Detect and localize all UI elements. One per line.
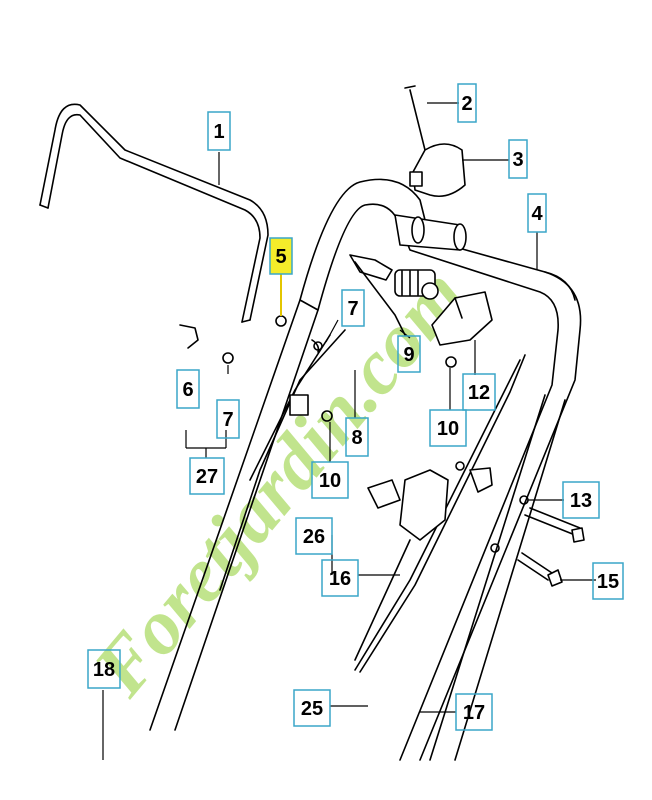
handle-frame [149, 178, 582, 761]
lever-spring [349, 254, 439, 336]
callout-label: 9 [403, 344, 414, 366]
callout-box [397, 335, 421, 373]
callout-label: 2 [461, 93, 472, 115]
callout-17: 17 [455, 693, 493, 731]
bolts [517, 507, 585, 587]
callout-box [321, 559, 359, 597]
callout-box [269, 237, 293, 275]
cables [219, 329, 526, 673]
callout-26: 26 [295, 517, 333, 555]
callout-label: 6 [182, 379, 193, 401]
callout-label: 3 [512, 149, 523, 171]
callout-label: 13 [570, 490, 592, 512]
callout-box [527, 193, 547, 233]
bail-bar [39, 103, 269, 323]
callout-label: 1 [213, 121, 224, 143]
callout-13: 13 [562, 481, 600, 519]
callout-label: 7 [347, 298, 358, 320]
callout-label: 27 [196, 466, 218, 488]
callout-label: 16 [329, 568, 351, 590]
callout-16: 16 [321, 559, 359, 597]
callout-10: 10 [429, 409, 467, 447]
callout-box [87, 649, 121, 689]
callout-9: 9 [397, 335, 421, 373]
callout-box [311, 461, 349, 499]
callout-box [216, 399, 240, 439]
callout-label: 26 [303, 526, 325, 548]
callout-4: 4 [527, 193, 547, 233]
control-box [354, 469, 449, 661]
callout-3: 3 [508, 139, 528, 179]
callout-box [462, 373, 496, 411]
callout-18: 18 [87, 649, 121, 689]
callout-label: 17 [463, 702, 485, 724]
housing-part [431, 291, 493, 346]
callout-label: 15 [597, 571, 619, 593]
callout-7: 7 [341, 289, 365, 327]
callout-box [176, 369, 200, 409]
callout-box [207, 111, 231, 151]
callout-box [295, 517, 333, 555]
callout-10: 10 [311, 461, 349, 499]
callout-box [508, 139, 528, 179]
callout-7: 7 [216, 399, 240, 439]
callout-15: 15 [592, 562, 624, 600]
leader-lines [102, 102, 596, 760]
callout-label: 8 [351, 427, 362, 449]
callout-6: 6 [176, 369, 200, 409]
callout-label: 5 [275, 246, 286, 268]
callout-label: 7 [222, 409, 233, 431]
callout-label: 10 [437, 418, 459, 440]
callout-12: 12 [462, 373, 496, 411]
callout-box [562, 481, 600, 519]
callout-box [189, 457, 225, 495]
callout-27: 27 [189, 457, 225, 495]
callout-box [293, 689, 331, 727]
callout-5: 5 [269, 237, 293, 275]
callout-box [455, 693, 493, 731]
callout-2: 2 [457, 83, 477, 123]
callout-25: 25 [293, 689, 331, 727]
callout-box [341, 289, 365, 327]
callout-box [345, 417, 369, 457]
callout-8: 8 [345, 417, 369, 457]
callout-label: 10 [319, 470, 341, 492]
callout-label: 4 [531, 203, 543, 225]
callout-box [429, 409, 467, 447]
callout-box [457, 83, 477, 123]
screw-part [404, 85, 426, 151]
callout-1: 1 [207, 111, 231, 151]
clamp-part [409, 143, 466, 198]
callout-label: 12 [468, 382, 490, 404]
callout-label: 18 [93, 659, 115, 681]
callout-box [592, 562, 624, 600]
callout-label: 25 [301, 698, 323, 720]
